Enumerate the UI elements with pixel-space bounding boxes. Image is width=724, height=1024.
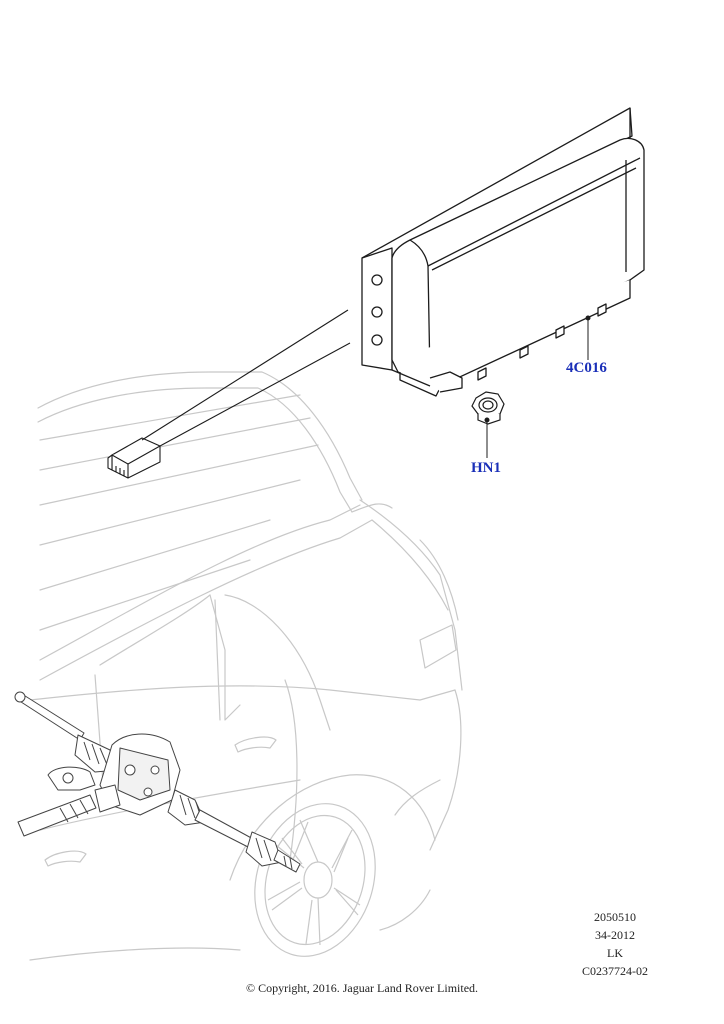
callout-HN1[interactable]: HN1 bbox=[471, 460, 501, 476]
rear-wheel bbox=[254, 803, 376, 957]
module-location-marker bbox=[107, 437, 161, 479]
leader-4C016 bbox=[585, 315, 591, 360]
reference-line-3: LK bbox=[607, 946, 623, 960]
reference-codes: 2050510 34-2012 LK C0237724-02 bbox=[582, 908, 648, 980]
reference-line-1: 2050510 bbox=[594, 910, 636, 924]
control-module-4C016[interactable] bbox=[361, 107, 645, 397]
vehicle-outline bbox=[29, 371, 463, 961]
callout-4C016[interactable]: 4C016 bbox=[566, 360, 607, 376]
copyright-notice: © Copyright, 2016. Jaguar Land Rover Lim… bbox=[245, 981, 479, 995]
rear-drivetrain bbox=[14, 691, 301, 873]
nut-HN1[interactable] bbox=[471, 391, 505, 425]
zoom-leader-lines bbox=[141, 309, 351, 447]
reference-line-4: C0237724-02 bbox=[582, 964, 648, 978]
leader-HN1 bbox=[484, 417, 490, 458]
reference-line-2: 34-2012 bbox=[595, 928, 635, 942]
